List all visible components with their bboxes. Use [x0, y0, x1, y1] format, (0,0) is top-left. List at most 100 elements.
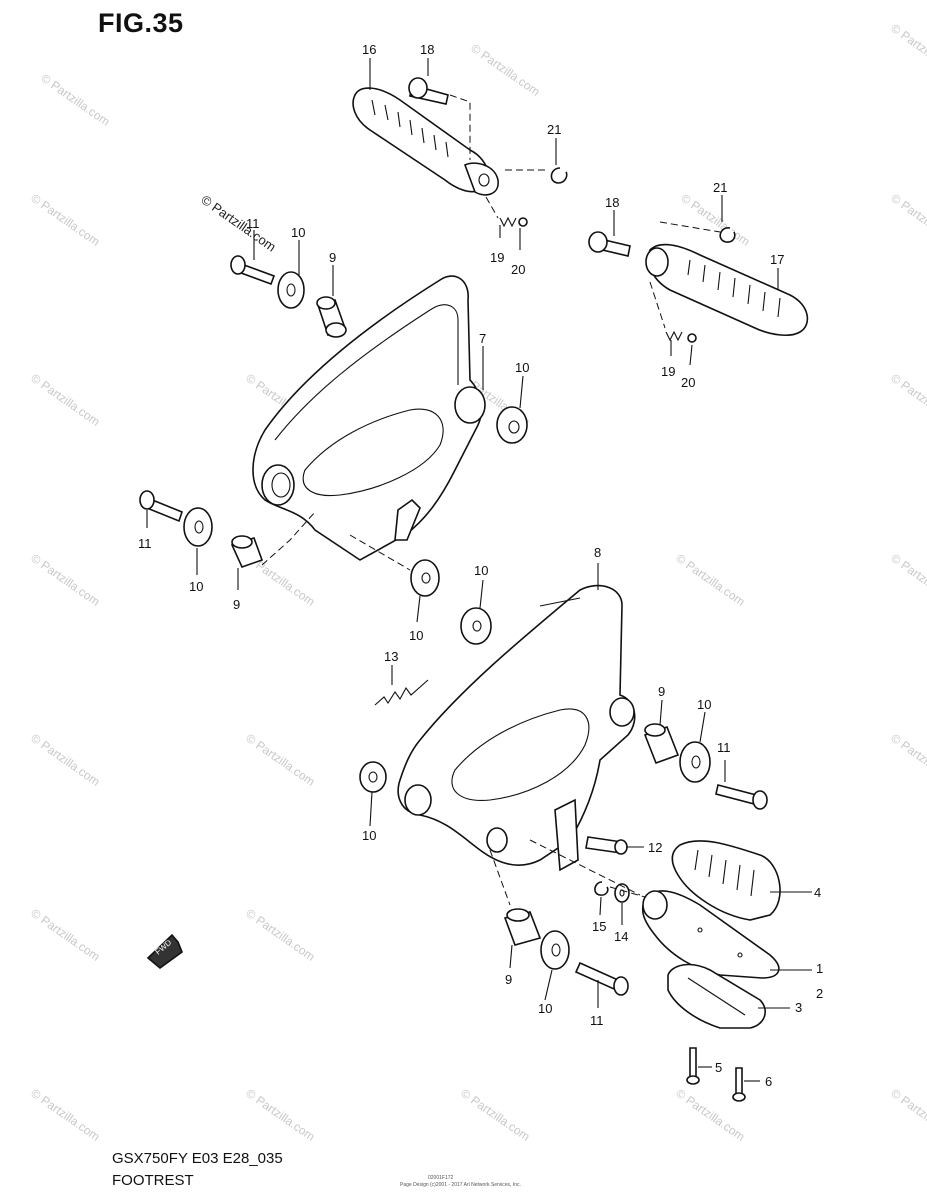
alignment-lines	[261, 94, 721, 906]
callout-label: 10	[474, 563, 488, 578]
pin	[588, 231, 631, 257]
watermark: © Partzilla.com	[888, 1086, 927, 1144]
callout-label: 6	[765, 1074, 772, 1089]
e-clip	[594, 881, 609, 896]
callout-label: 5	[715, 1060, 722, 1075]
footpeg-rubber	[671, 840, 781, 921]
washer	[496, 406, 528, 444]
screw	[686, 1047, 700, 1085]
return-spring	[374, 679, 429, 706]
washer	[410, 559, 440, 597]
callout-label: 2	[816, 986, 823, 1001]
washer	[183, 507, 213, 547]
washer	[614, 883, 630, 903]
callout-label: 18	[420, 42, 434, 57]
pin	[408, 77, 449, 105]
callout-labels: 16 18 21 18 21 17 19 20 11 10 9 7 10 19 …	[138, 42, 823, 1089]
callout-label: 11	[717, 740, 731, 755]
watermark: © Partzilla.com	[28, 1086, 102, 1144]
callout-label: 13	[384, 649, 398, 664]
washer	[460, 607, 492, 645]
watermark: © Partzilla.com	[28, 906, 102, 964]
callout-label: 9	[658, 684, 665, 699]
bolt	[139, 490, 183, 523]
watermark: © Partzilla.com	[678, 191, 752, 249]
leader-lines	[146, 58, 812, 1082]
callout-label: 19	[490, 250, 504, 265]
callout-label: 16	[362, 42, 376, 57]
watermark: © Partzilla.com	[28, 191, 102, 249]
bolt	[574, 961, 629, 996]
callout-label: 10	[409, 628, 423, 643]
footpeg-lower	[667, 963, 766, 1029]
rear-footrest-bracket	[252, 275, 486, 561]
watermark: © Partzilla.com	[243, 906, 317, 964]
tiny-code: 02001F172	[428, 1175, 454, 1181]
spring	[665, 330, 697, 343]
pillion-footpeg-left	[352, 87, 499, 196]
rider-footpeg	[641, 890, 780, 979]
callout-label: 3	[795, 1000, 802, 1015]
watermark: © Partzilla.com	[888, 21, 927, 79]
watermark: © Partzilla.com	[28, 551, 102, 609]
watermark: © Partzilla.com	[888, 191, 927, 249]
washer	[540, 930, 570, 970]
callout-label: 1	[816, 961, 823, 976]
figure-title: FIG.35	[98, 8, 184, 38]
callout-label: 21	[713, 180, 727, 195]
watermark: © Partzilla.com	[458, 1086, 532, 1144]
callout-label: 12	[648, 840, 662, 855]
bolt	[715, 784, 768, 810]
watermark: © Partzilla.com	[888, 551, 927, 609]
callout-label: 9	[505, 972, 512, 987]
callout-label: 21	[547, 122, 561, 137]
watermark: © Partzilla.com	[243, 731, 317, 789]
collar	[643, 723, 680, 765]
callout-label: 10	[515, 360, 529, 375]
callout-label: 10	[291, 225, 305, 240]
copyright-note: Page Design (c)2001 - 2017 Ari Network S…	[400, 1182, 521, 1188]
watermark: © Partzilla.com	[468, 41, 542, 99]
collar	[503, 908, 542, 946]
e-clip	[550, 167, 568, 184]
callout-label: 7	[479, 331, 486, 346]
e-clip	[719, 227, 736, 243]
watermark: © Partzilla.com	[38, 71, 112, 129]
callout-label: 4	[814, 885, 821, 900]
callout-label: 11	[590, 1013, 604, 1028]
callout-label: 11	[138, 536, 152, 551]
watermark: © Partzilla.com	[673, 551, 747, 609]
bolt	[230, 255, 276, 286]
callout-label: 15	[592, 919, 606, 934]
model-code: GSX750FY E03 E28_035	[112, 1150, 283, 1167]
callout-label: 10	[362, 828, 376, 843]
callout-label: 11	[246, 216, 260, 231]
callout-label: 19	[661, 364, 675, 379]
watermark: © Partzilla.com	[28, 731, 102, 789]
callout-label: 14	[614, 929, 628, 944]
watermark: © Partzilla.com	[888, 731, 927, 789]
washer	[679, 741, 711, 783]
washer	[277, 271, 305, 309]
collar	[230, 535, 264, 568]
rider-footrest-bracket	[397, 584, 636, 872]
watermark: © Partzilla.com	[243, 1086, 317, 1144]
callout-label: 10	[189, 579, 203, 594]
spring	[499, 216, 528, 228]
callout-label: 10	[697, 697, 711, 712]
watermark: © Partzilla.com	[28, 371, 102, 429]
washer	[359, 761, 387, 793]
callout-label: 17	[770, 252, 784, 267]
callout-label: 9	[329, 250, 336, 265]
forward-arrow-icon: FWD	[146, 933, 183, 970]
collar	[316, 296, 347, 338]
callout-label: 18	[605, 195, 619, 210]
callout-label: 8	[594, 545, 601, 560]
pillion-footpeg-right	[645, 243, 809, 337]
callout-label: 20	[511, 262, 525, 277]
screw	[732, 1067, 746, 1102]
watermark: © Partzilla.com	[888, 371, 927, 429]
callout-label: 20	[681, 375, 695, 390]
callout-label: 10	[538, 1001, 552, 1016]
